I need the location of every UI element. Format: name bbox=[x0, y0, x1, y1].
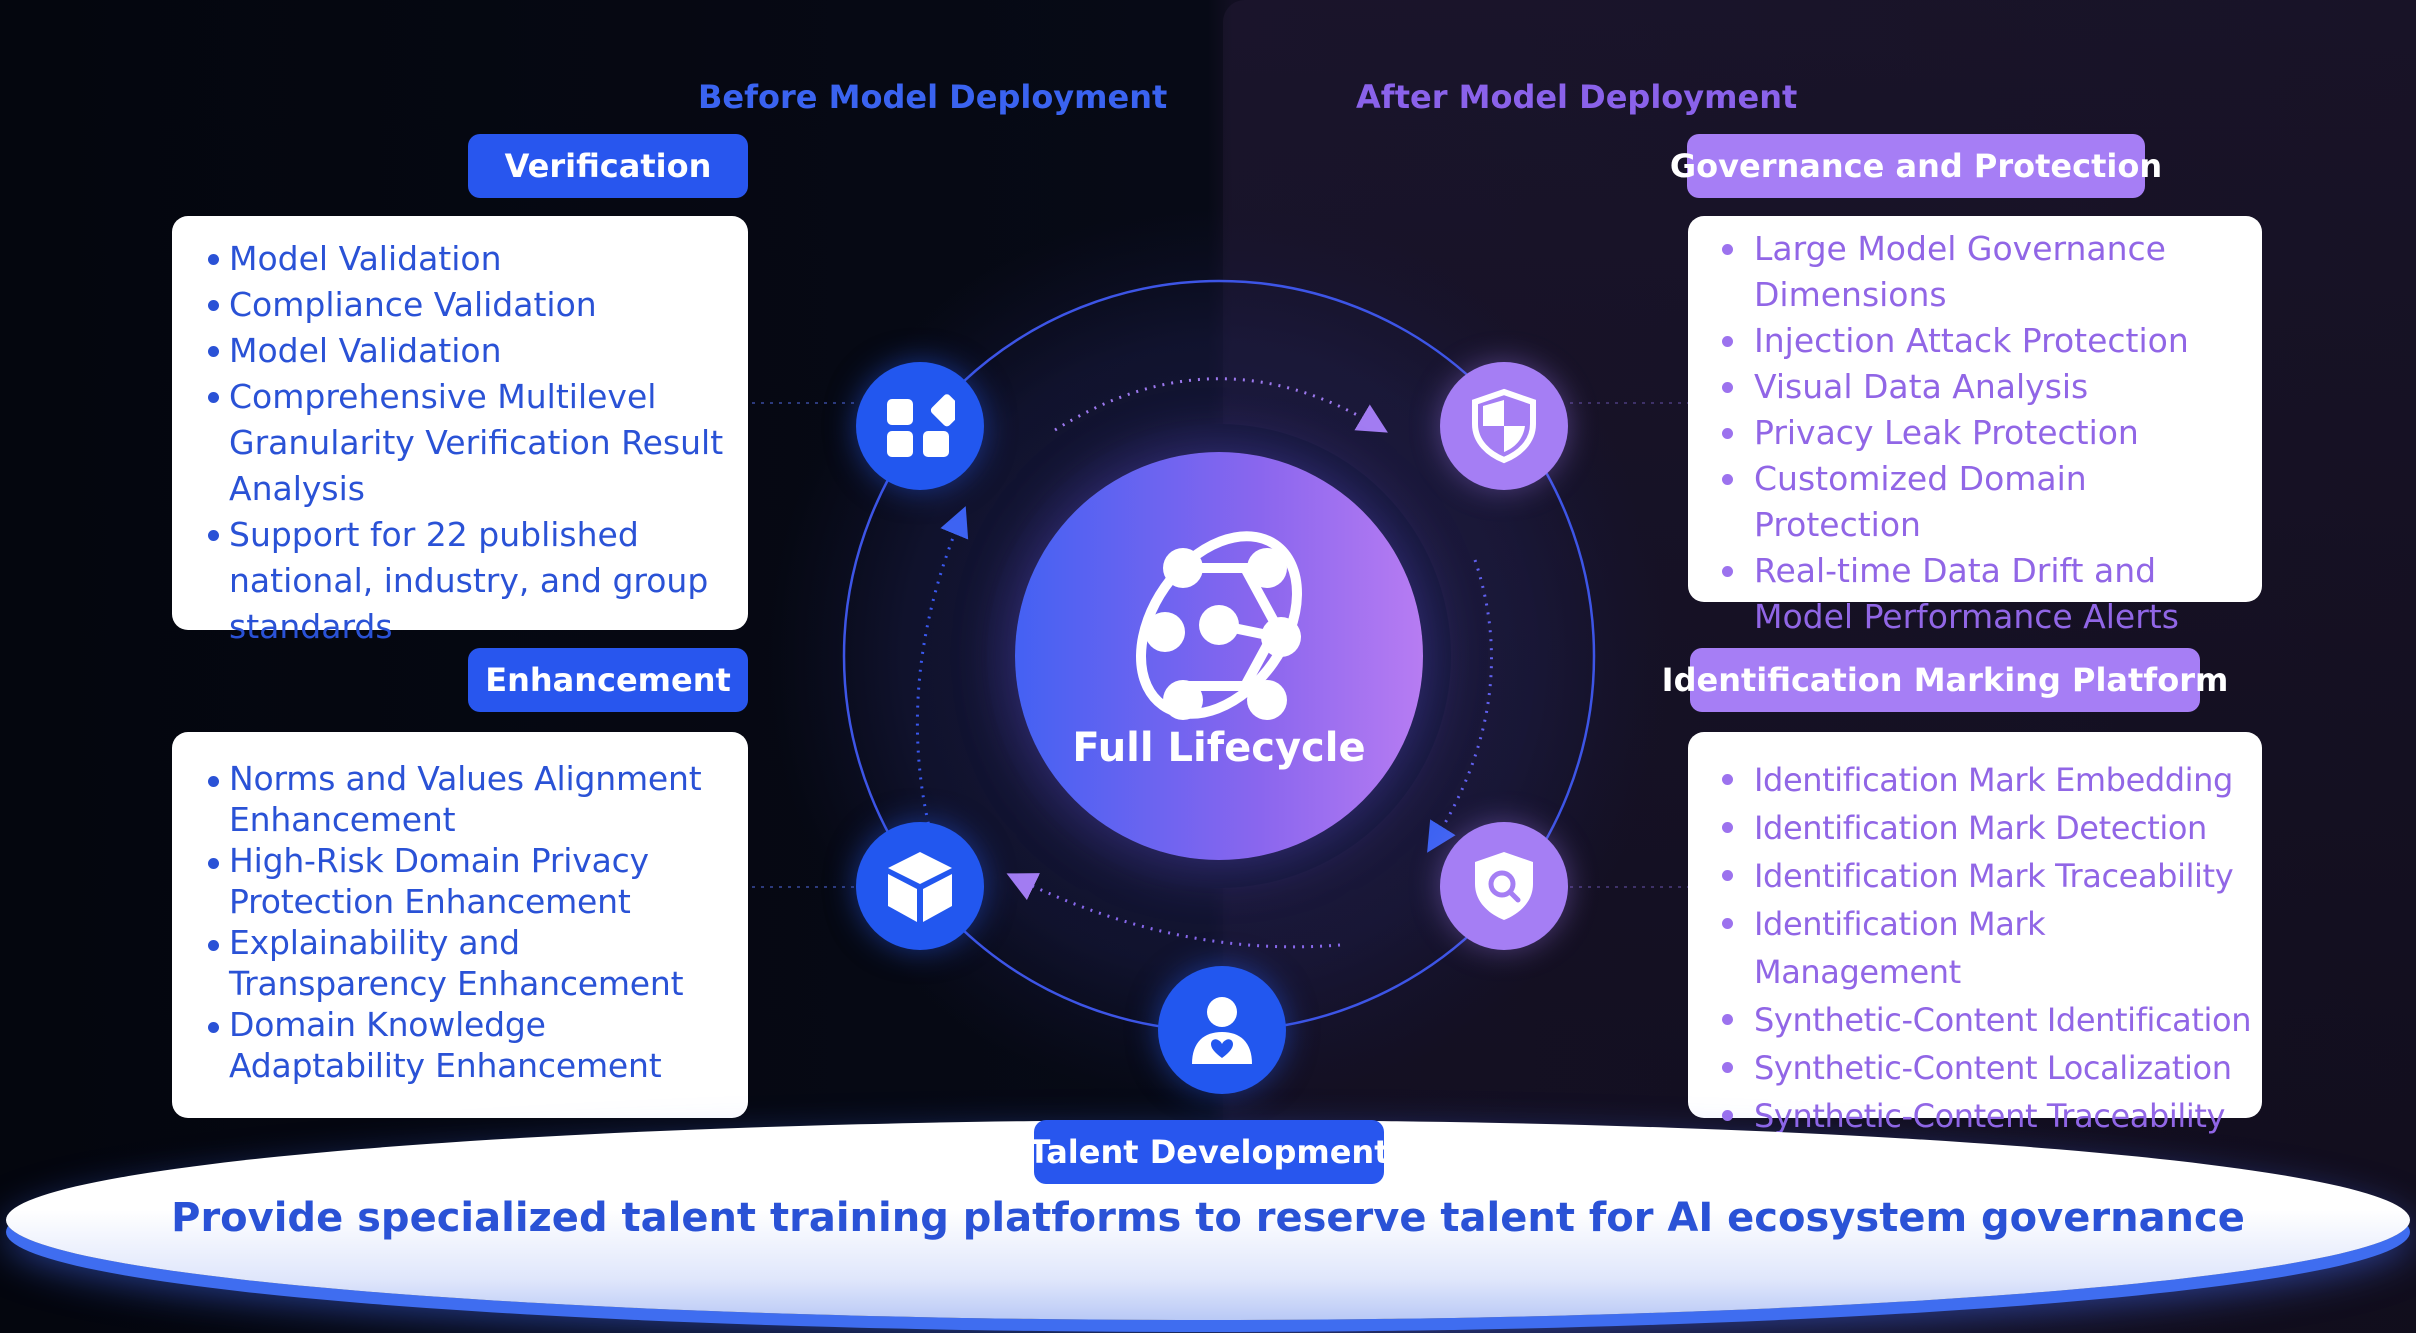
identification-node bbox=[1440, 822, 1568, 950]
shield-icon bbox=[1472, 388, 1536, 464]
governance-title: Governance and Protection bbox=[1670, 134, 2162, 198]
enhancement-node bbox=[856, 822, 984, 950]
list-item: Compliance Validation bbox=[208, 282, 734, 328]
list-item: Domain Knowledge Adaptability Enhancemen… bbox=[208, 1004, 738, 1086]
list-item: Support for 22 published national, indus… bbox=[208, 512, 734, 650]
governance-node bbox=[1440, 362, 1568, 490]
network-globe-icon bbox=[1136, 531, 1302, 720]
talent-node bbox=[1158, 966, 1286, 1094]
list-item: Injection Attack Protection bbox=[1714, 318, 2248, 364]
list-item: Model Validation bbox=[208, 236, 734, 282]
phase-before-label: Before Model Deployment bbox=[698, 78, 1168, 116]
enhancement-title: Enhancement bbox=[468, 648, 748, 712]
arrow-right bbox=[1427, 559, 1493, 853]
cube-icon bbox=[888, 852, 952, 922]
list-item: Synthetic-Content Localization bbox=[1714, 1044, 2254, 1092]
verification-card: Model Validation Compliance Validation M… bbox=[172, 216, 748, 646]
list-item: Explainability and Transparency Enhancem… bbox=[208, 922, 738, 1004]
identification-card: Identification Mark Embedding Identifica… bbox=[1688, 732, 2262, 1135]
list-item: Customized Domain Protection bbox=[1714, 456, 2248, 548]
governance-card: Large Model Governance Dimensions Inject… bbox=[1688, 216, 2262, 636]
phase-after-label: After Model Deployment bbox=[1356, 78, 1798, 116]
shield-search-icon bbox=[1475, 852, 1533, 920]
identification-title: Identification Marking Platform bbox=[1662, 648, 2228, 712]
list-item: Synthetic-Content Traceability bbox=[1714, 1092, 2254, 1140]
list-item: Identification Mark Embedding bbox=[1714, 756, 2254, 804]
list-item: Norms and Values Alignment Enhancement bbox=[208, 758, 738, 840]
person-heart-icon bbox=[1192, 997, 1252, 1064]
list-item: Model Validation bbox=[208, 328, 734, 374]
talent-description: Provide specialized talent training plat… bbox=[171, 1195, 2245, 1241]
center-title: Full Lifecycle bbox=[1072, 725, 1366, 771]
verification-title: Verification bbox=[468, 134, 748, 198]
list-item: Comprehensive Multilevel Granularity Ver… bbox=[208, 374, 734, 512]
arrow-left bbox=[915, 506, 969, 851]
list-item: Synthetic-Content Identification bbox=[1714, 996, 2254, 1044]
center-circle bbox=[1015, 452, 1423, 860]
app-grid-icon bbox=[887, 394, 955, 457]
list-item: Identification Mark Management bbox=[1714, 900, 2254, 996]
enhancement-card: Norms and Values Alignment Enhancement H… bbox=[172, 732, 748, 1118]
verification-node bbox=[856, 362, 984, 490]
list-item: High-Risk Domain Privacy Protection Enha… bbox=[208, 840, 738, 922]
talent-title: Talent Development bbox=[1029, 1120, 1390, 1184]
list-item: Identification Mark Traceability bbox=[1714, 852, 2254, 900]
list-item: Visual Data Analysis bbox=[1714, 364, 2248, 410]
list-item: Large Model Governance Dimensions bbox=[1714, 226, 2248, 318]
list-item: Real-time Data Drift and Model Performan… bbox=[1714, 548, 2248, 640]
list-item: Privacy Leak Protection bbox=[1714, 410, 2248, 456]
list-item: Identification Mark Detection bbox=[1714, 804, 2254, 852]
